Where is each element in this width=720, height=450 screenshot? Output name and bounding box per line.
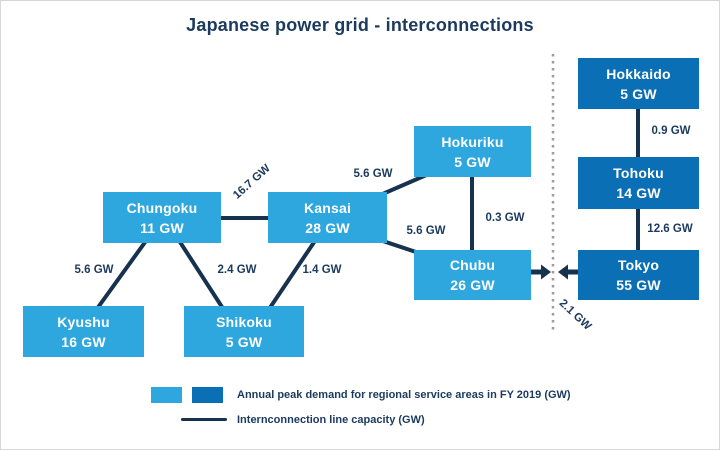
edge-label-tohoku-hokkaido: 0.9 GW <box>651 125 691 137</box>
legend-demand-label: Annual peak demand for regional service … <box>237 389 571 401</box>
arrow-from-tokyo-head-icon <box>558 264 568 280</box>
node-hokkaido-name: Hokkaido <box>606 65 671 82</box>
legend-line-swatch <box>181 418 227 421</box>
node-tohoku-name: Tohoku <box>613 165 664 181</box>
diagram-title: Japanese power grid - interconnections <box>186 15 534 35</box>
legend-line-label: Internconnection line capacity (GW) <box>237 414 425 426</box>
legend-light-blue-swatch <box>151 387 182 403</box>
legend-dark-blue-swatch <box>192 387 223 403</box>
node-chubu-value: 26 GW <box>450 277 495 293</box>
node-chubu-name: Chubu <box>449 257 496 273</box>
node-shikoku-value: 5 GW <box>225 333 263 350</box>
node-tokyo: Tokyo 55 GW <box>578 250 699 300</box>
node-kyushu-name: Kyushu <box>57 313 110 330</box>
node-hokuriku: Hokuriku 5 GW <box>414 126 531 177</box>
node-hokkaido-value: 5 GW <box>620 85 657 102</box>
edge-label-kansai-chubu: 5.6 GW <box>406 225 446 237</box>
edge-label-kansai-hokuriku: 5.6 GW <box>353 168 393 180</box>
node-tokyo-name: Tokyo <box>617 257 660 273</box>
edge-label-chungoku-shikoku: 2.4 GW <box>217 264 257 276</box>
node-tokyo-value: 55 GW <box>616 277 661 293</box>
chubu-tokyo-arrows <box>528 264 581 280</box>
arrow-from-chubu-head-icon <box>541 264 551 280</box>
node-tohoku-value: 14 GW <box>616 185 661 201</box>
node-shikoku-name: Shikoku <box>216 313 272 330</box>
node-kansai-value: 28 GW <box>305 219 350 236</box>
edge-label-shikoku-kansai: 1.4 GW <box>302 264 342 276</box>
edge-label-tokyo-tohoku: 12.6 GW <box>647 223 693 235</box>
node-tohoku: Tohoku 14 GW <box>578 157 699 209</box>
node-kansai: Kansai 28 GW <box>268 192 387 243</box>
node-hokuriku-name: Hokuriku <box>441 133 504 150</box>
edge-label-kyushu-chungoku: 5.6 GW <box>74 264 114 276</box>
node-chubu: Chubu 26 GW <box>414 250 531 300</box>
node-chungoku-value: 11 GW <box>140 219 184 236</box>
edge-label-hokuriku-chubu: 0.3 GW <box>485 212 525 224</box>
node-hokuriku-value: 5 GW <box>454 153 491 170</box>
node-kyushu: Kyushu 16 GW <box>23 306 144 357</box>
node-kyushu-value: 16 GW <box>61 333 106 350</box>
node-chungoku-name: Chungoku <box>126 199 198 216</box>
node-shikoku: Shikoku 5 GW <box>184 306 304 357</box>
node-hokkaido: Hokkaido 5 GW <box>578 58 699 109</box>
node-chungoku: Chungoku 11 GW <box>103 192 221 243</box>
node-kansai-name: Kansai <box>303 199 352 216</box>
